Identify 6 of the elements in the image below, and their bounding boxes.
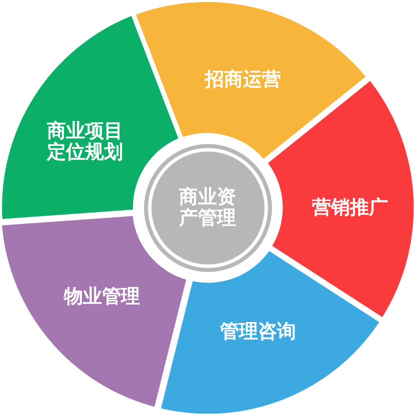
hub-label: 商业资产管理 — [178, 187, 237, 229]
segment-label: 招商运营 — [204, 69, 282, 90]
segment-label: 营销推广 — [310, 197, 389, 218]
segment-label: 物业管理 — [62, 286, 141, 308]
segment-label: 管理咨询 — [218, 321, 297, 342]
segment-label: 商业项目定位规划 — [46, 120, 124, 163]
